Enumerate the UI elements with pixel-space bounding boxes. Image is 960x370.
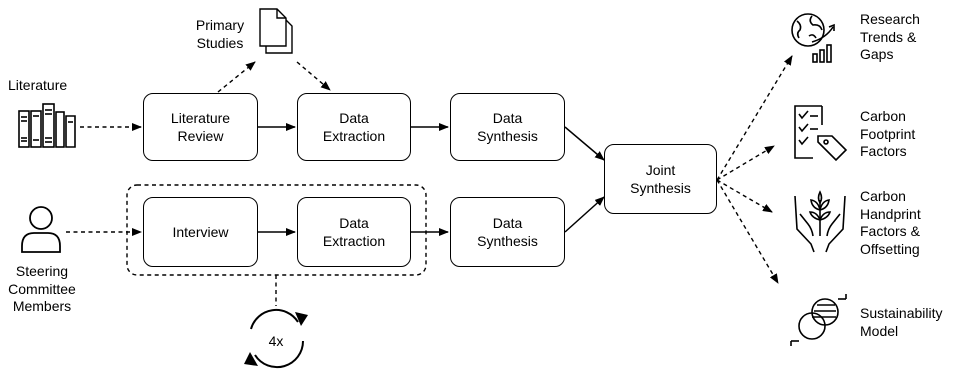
data-extraction-bottom-box: Data Extraction: [297, 197, 411, 267]
literature-label: Literature: [8, 77, 68, 93]
person-icon: [21, 206, 61, 253]
joint-synthesis-box: Joint Synthesis: [604, 144, 717, 214]
steering-committee-label: Steering Committee Members: [8, 263, 76, 314]
arrow-joint-to-sustainability: [716, 179, 779, 284]
arrow-joint-to-research-trends: [716, 55, 793, 181]
output-label-sustainability-model: Sustainability Model: [860, 305, 943, 339]
hands-plant-icon: [794, 190, 846, 253]
arrow-review-to-primary-studies: [217, 61, 256, 93]
documents-icon: [259, 8, 293, 54]
output-label-carbon-handprint: Carbon Handprint Factors & Offsetting: [860, 188, 921, 257]
repeat-count-label: 4x: [268, 333, 284, 349]
books-icon: [18, 103, 76, 148]
primary-studies-label: Primary Studies: [195, 17, 245, 51]
arrow-joint-to-footprint: [716, 145, 775, 181]
arrow-joint-to-handprint: [716, 179, 773, 213]
arrow-primary-studies-to-extraction: [296, 61, 331, 91]
checklist-tag-icon: [794, 105, 848, 162]
repeat-cycle-icon: [244, 309, 308, 369]
arrow-synthesis-to-joint-bottom: [564, 196, 605, 233]
venn-circles-icon: [790, 294, 847, 346]
data-synthesis-bottom-box: Data Synthesis: [450, 197, 565, 267]
arrow-synthesis-to-joint-top: [564, 126, 605, 161]
globe-chart-icon: [791, 13, 835, 63]
interview-box: Interview: [143, 197, 258, 267]
data-synthesis-top-box: Data Synthesis: [450, 93, 565, 161]
output-label-carbon-footprint: Carbon Footprint Factors: [860, 108, 916, 159]
data-extraction-top-box: Data Extraction: [297, 93, 411, 161]
output-label-research-trends: Research Trends & Gaps: [860, 11, 920, 62]
literature-review-box: Literature Review: [143, 93, 258, 161]
